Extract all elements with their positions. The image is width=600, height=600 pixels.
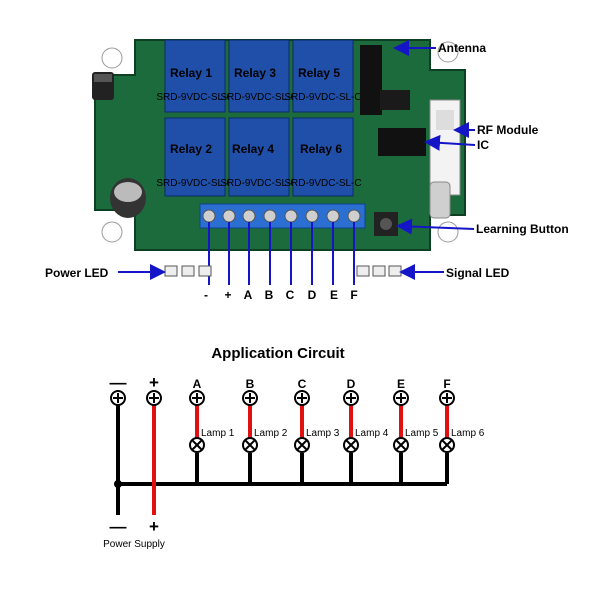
terminal-icon-plus	[146, 390, 162, 406]
relay-3-label: Relay 3	[234, 66, 276, 80]
crystal	[429, 181, 451, 219]
svg-text:SRD-9VDC-SL-C: SRD-9VDC-SL-C	[156, 92, 233, 103]
capacitor-large	[110, 178, 146, 218]
lamp-2-label: Lamp 2	[254, 428, 288, 439]
lamp-4-icon	[343, 437, 359, 453]
channel-a-label: A	[193, 377, 202, 391]
lamp-6-icon	[439, 437, 455, 453]
terminal-a-label: A	[244, 288, 253, 302]
relay-5: SRD-9VDC-SL-C	[284, 39, 362, 113]
terminal-icon-e	[393, 390, 409, 406]
terminal-icon-a	[189, 390, 205, 406]
terminal-lines	[208, 222, 355, 285]
relay-2: SRD-9VDC-SL-C	[156, 117, 234, 197]
power-led-part	[164, 265, 212, 277]
terminal-c-label: C	[286, 288, 295, 302]
terminal-icon-c	[294, 390, 310, 406]
lamp-2-icon	[242, 437, 258, 453]
channel-c-label: C	[298, 377, 307, 391]
lamp-3-icon	[294, 437, 310, 453]
learning-button-arrow	[396, 218, 475, 235]
terminal-symbols	[110, 390, 455, 406]
terminal-d-label: D	[308, 288, 317, 302]
relay-3: SRD-9VDC-SL-C	[220, 39, 298, 113]
channel-b-label: B	[246, 377, 255, 391]
learning-button-part	[374, 212, 398, 236]
terminal-icon-d	[343, 390, 359, 406]
svg-text:SRD-9VDC-SL-C: SRD-9VDC-SL-C	[220, 178, 297, 189]
terminal-e-label: E	[330, 288, 338, 302]
svg-text:SRD-9VDC-SL-C: SRD-9VDC-SL-C	[284, 178, 361, 189]
ic-label: IC	[477, 138, 489, 152]
bottom-minus-label: —	[110, 517, 127, 536]
pin-header	[360, 45, 410, 115]
relay-4: SRD-9VDC-SL-C	[220, 117, 298, 197]
relay-2-label: Relay 2	[170, 142, 212, 156]
terminal-minus-label: -	[204, 288, 208, 302]
signal-led-part	[356, 265, 402, 277]
learning-button-label: Learning Button	[476, 222, 569, 236]
rf-module-label: RF Module	[477, 123, 539, 137]
channel-e-label: E	[397, 377, 405, 391]
power-led-label: Power LED	[45, 266, 109, 280]
channel-d-label: D	[347, 377, 356, 391]
rf-module-board	[429, 99, 461, 196]
power-supply-label: Power Supply	[103, 539, 165, 550]
lamp-5-icon	[393, 437, 409, 453]
lamp-3-label: Lamp 3	[306, 428, 340, 439]
terminal-icon-f	[439, 390, 455, 406]
antenna-label: Antenna	[438, 41, 486, 55]
terminal-b-label: B	[265, 288, 274, 302]
svg-text:SRD-9VDC-SL-C: SRD-9VDC-SL-C	[220, 92, 297, 103]
channel-f-label: F	[443, 377, 450, 391]
relay-1-label: Relay 1	[170, 66, 212, 80]
relay-6: SRD-9VDC-SL-C	[284, 117, 362, 197]
svg-text:SRD-9VDC-SL-C: SRD-9VDC-SL-C	[156, 178, 233, 189]
circuit-wires	[114, 404, 449, 515]
lamp-1-icon	[189, 437, 205, 453]
relay-grid: SRD-9VDC-SL-C SRD-9VDC-SL-C SRD-9VDC-SL-…	[156, 39, 362, 197]
terminal-icon-minus	[110, 390, 126, 406]
bottom-plus-label: +	[149, 517, 159, 536]
relay-1: SRD-9VDC-SL-C	[156, 39, 234, 113]
top-minus-label: —	[110, 373, 127, 392]
relay-4-label: Relay 4	[232, 142, 274, 156]
relay-5-label: Relay 5	[298, 66, 340, 80]
top-plus-label: +	[149, 373, 159, 392]
svg-text:SRD-9VDC-SL-C: SRD-9VDC-SL-C	[284, 92, 361, 103]
terminal-f-label: F	[350, 288, 357, 302]
relay-6-label: Relay 6	[300, 142, 342, 156]
ic-arrow	[424, 134, 476, 151]
lamp-1-label: Lamp 1	[201, 428, 235, 439]
terminal-icon-b	[242, 390, 258, 406]
terminal-block	[199, 203, 366, 229]
terminal-plus-label: +	[224, 288, 231, 302]
lamp-5-label: Lamp 5	[405, 428, 439, 439]
lamp-6-label: Lamp 6	[451, 428, 485, 439]
signal-led-label: Signal LED	[446, 266, 510, 280]
lamp-symbols	[189, 437, 455, 453]
lamp-4-label: Lamp 4	[355, 428, 389, 439]
capacitor-small	[92, 72, 114, 100]
ic-chip	[378, 128, 426, 156]
circuit-title: Application Circuit	[211, 345, 344, 362]
